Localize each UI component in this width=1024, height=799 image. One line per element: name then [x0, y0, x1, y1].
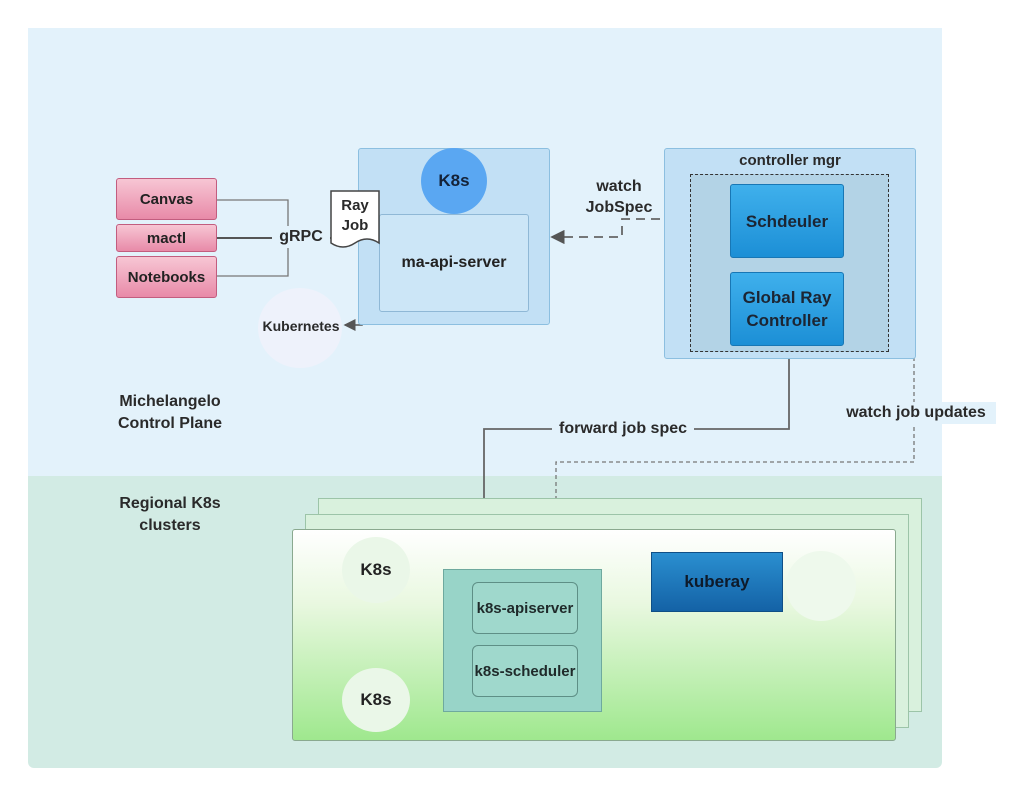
k8s-scheduler-box[interactable]: k8s-scheduler — [472, 645, 578, 697]
k8s-logo-regional-bottom: K8s — [342, 668, 410, 732]
ray-job-label: Ray Job — [341, 197, 369, 234]
kuberay-circle — [786, 551, 856, 621]
kuberay-box[interactable]: kuberay — [651, 552, 783, 612]
k8s-logo-regional-top: K8s — [342, 537, 410, 603]
watch-jobspec-label: watch JobSpec — [585, 178, 653, 216]
k8s-logo-control-plane: K8s — [421, 148, 487, 214]
client-canvas[interactable]: Canvas — [116, 178, 217, 220]
global-ray-controller-box[interactable]: Global Ray Controller — [730, 272, 844, 346]
watch-job-updates-label: watch job updates — [836, 402, 996, 424]
kubernetes-label: Kubernetes — [262, 318, 340, 334]
forward-job-spec-label: forward job spec — [552, 418, 694, 440]
regional-clusters-label: Regional K8s clusters — [119, 495, 221, 534]
grpc-label: gRPC — [272, 226, 330, 248]
control-plane-label: Michelangelo Control Plane — [117, 393, 222, 432]
kubernetes-circle — [258, 288, 342, 368]
ma-api-server-box[interactable]: ma-api-server — [379, 214, 529, 312]
ray-job-document-icon — [330, 190, 380, 248]
k8s-apiserver-box[interactable]: k8s-apiserver — [472, 582, 578, 634]
client-notebooks[interactable]: Notebooks — [116, 256, 217, 298]
controller-mgr-title: controller mgr — [739, 151, 841, 169]
scheduler-box[interactable]: Schdeuler — [730, 184, 844, 258]
client-mactl[interactable]: mactl — [116, 224, 217, 252]
